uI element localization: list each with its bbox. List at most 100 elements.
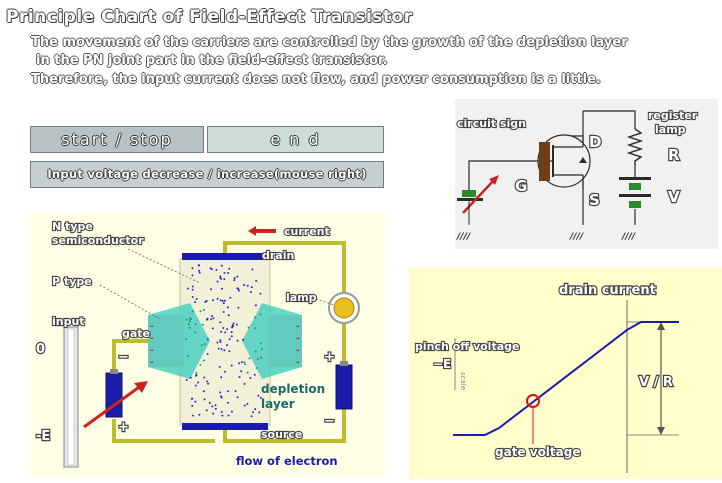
electron-dot [198, 413, 201, 416]
electron-dot [226, 344, 229, 347]
depletion-layer-left [148, 303, 210, 379]
gate-adjust-arrow [83, 383, 143, 429]
depletion-layer-right [242, 303, 302, 379]
input-voltage-button[interactable]: Input voltage decrease / increase(mouse … [30, 161, 384, 188]
electron-dot [195, 298, 198, 300]
electron-dot [212, 317, 215, 320]
electron-dot [254, 327, 257, 330]
electron-dot [246, 371, 249, 374]
electron-dot [222, 327, 225, 329]
electron-dot [191, 397, 193, 400]
electron-dot [194, 323, 197, 326]
electron-dot [202, 359, 205, 362]
electron-dot [228, 267, 231, 270]
electron-dot [206, 317, 209, 320]
electron-dot [206, 380, 209, 383]
description-line-3: Therefore, the input current does not fl… [31, 72, 601, 87]
electron-dot [220, 330, 223, 333]
electron-dot [211, 327, 214, 330]
electron-dot [223, 271, 226, 274]
resistor-lamp-symbol [626, 128, 644, 165]
electron-dot [219, 391, 222, 394]
svg-text:-: - [296, 358, 300, 368]
electron-dot [238, 376, 241, 379]
gate-electrode-symbol [539, 142, 550, 181]
electron-dot [221, 414, 224, 417]
drain-current-graph: drain current pinch off voltage −E V / R… [414, 282, 679, 473]
svg-text:////: //// [569, 232, 584, 242]
electron-dot [250, 415, 253, 418]
electron-dot [214, 404, 217, 407]
electron-dot [191, 310, 194, 313]
minus-e-label: -E [36, 429, 50, 444]
start-stop-button[interactable]: start / stop [30, 126, 204, 153]
source-label: source [261, 428, 302, 441]
resistor-letter: R [668, 146, 680, 164]
electron-dot [204, 301, 207, 303]
drain-plus-sign: + [324, 350, 335, 365]
electron-dot [218, 365, 221, 368]
electron-dot [230, 410, 233, 413]
electron-dot [216, 297, 219, 300]
electron-dot [191, 288, 194, 291]
electron-dot [223, 278, 226, 281]
electron-dot [219, 341, 222, 343]
electron-dot [233, 277, 236, 280]
electron-dot [259, 292, 262, 295]
electron-dot [203, 343, 206, 346]
electron-dot [238, 362, 241, 365]
electron-dot [199, 364, 202, 366]
electron-dot [223, 370, 226, 373]
electron-dot [233, 279, 236, 282]
lamp-label-register: register [648, 109, 698, 122]
electron-dot [258, 411, 261, 414]
electron-dot [194, 400, 197, 403]
electron-dot [223, 299, 226, 302]
electron-dot [186, 287, 189, 290]
electron-dot [230, 364, 233, 367]
electron-dot [227, 314, 230, 317]
electron-dot [185, 338, 187, 341]
electron-dot [216, 280, 219, 283]
electron-dot [226, 328, 229, 331]
circuit-sign-heading: circuit sign [457, 117, 526, 130]
electron-dot [210, 318, 213, 321]
electron-dot [237, 306, 240, 309]
minus-e-graph-label: −E [433, 357, 451, 371]
gate-minus-sign: − [118, 350, 129, 365]
electron-dot [191, 296, 194, 298]
drain-current-graph-panel: drain current pinch off voltage −E V / R… [409, 268, 722, 479]
electron-dot [195, 371, 198, 374]
svg-text:-: - [150, 334, 154, 344]
electron-dot [202, 390, 205, 393]
electron-dot [242, 338, 245, 341]
electron-dot [243, 284, 245, 286]
source-electrode [182, 423, 268, 430]
electron-dot [240, 361, 243, 364]
end-button[interactable]: e n d [207, 126, 384, 153]
electron-dot [194, 331, 197, 334]
electron-dot [250, 286, 253, 289]
electron-dot [259, 396, 262, 399]
electron-dot [243, 404, 246, 407]
electron-dot [188, 326, 191, 329]
electron-dot [243, 361, 246, 364]
electron-dot [191, 267, 194, 270]
electron-dot [219, 275, 222, 278]
electron-dot [211, 299, 214, 302]
description-line-1: The movement of the carriers are control… [31, 35, 628, 50]
electron-dot [192, 414, 194, 417]
svg-text:-: - [296, 346, 300, 356]
electron-dot [236, 287, 239, 290]
electron-dot [211, 405, 214, 408]
electron-dot [205, 409, 208, 412]
drain-current-curve [453, 321, 679, 436]
battery-letter: V [668, 188, 680, 206]
electron-dot [203, 398, 206, 401]
electron-dot [216, 341, 219, 344]
electron-dot [249, 377, 252, 379]
electron-dot [185, 318, 188, 321]
electron-dot [206, 338, 209, 341]
electron-dot [224, 331, 227, 334]
electron-dot [226, 390, 229, 393]
